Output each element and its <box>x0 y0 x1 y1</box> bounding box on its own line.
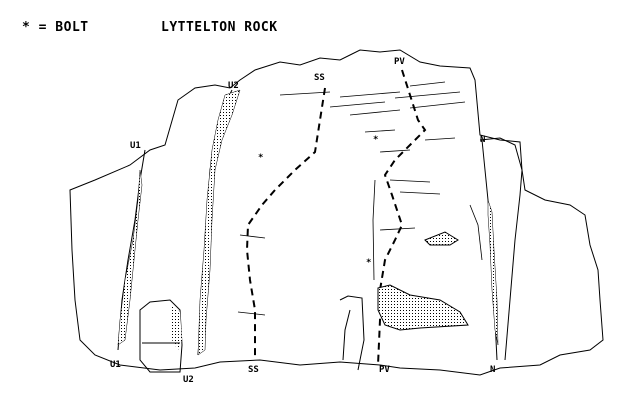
label-pv-bottom: PV <box>379 365 390 375</box>
route-ss <box>245 87 326 360</box>
lower-block-shade <box>170 305 182 350</box>
label-u1-bottom: U1 <box>110 360 121 370</box>
route-pv <box>377 69 427 366</box>
rock-outline <box>69 49 604 376</box>
lower-block <box>139 299 183 373</box>
bolt-marker-3: * <box>366 258 371 268</box>
label-ss-top: SS <box>314 73 325 83</box>
bolt-marker-2: * <box>373 135 378 145</box>
diagram-title: LYTTELTON ROCK <box>161 20 278 35</box>
label-n-bottom: N <box>490 365 495 375</box>
label-u1-top: U1 <box>130 141 141 151</box>
legend-bolt: * = BOLT <box>22 20 89 35</box>
label-ss-bottom: SS <box>248 365 259 375</box>
bolt-marker-1: * <box>258 153 263 163</box>
right-flake <box>479 137 523 361</box>
crack-u2-shade <box>197 89 241 356</box>
label-u2-bottom: U2 <box>183 375 194 385</box>
small-roof-shade <box>424 231 459 246</box>
crack-u1-shade <box>117 169 143 346</box>
label-pv-top: PV <box>394 57 405 67</box>
label-u2-top: U2 <box>228 81 239 91</box>
overhang-shade <box>377 284 469 331</box>
crack-n-shade <box>487 199 499 346</box>
label-n-top: N <box>480 135 485 145</box>
strata-lines <box>237 81 466 316</box>
